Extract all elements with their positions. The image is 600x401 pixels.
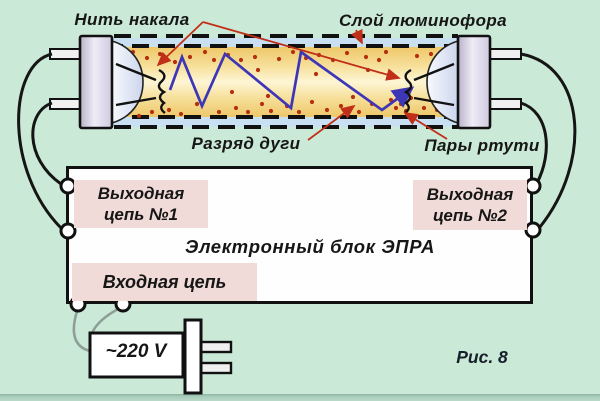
plug-face [183,318,203,395]
arrow-mercury [403,112,448,140]
arc-discharge-line [168,49,415,112]
cap-body-left [78,34,114,130]
bottom-edge-strip [0,394,600,401]
plug-body [88,331,185,379]
output2-line1: Выходная [426,184,514,204]
output2-line2: цепь №2 [433,206,507,225]
lamp-wires [17,52,577,230]
filament-left [115,62,167,114]
ballast-title: Электронный блок ЭПРА [185,236,435,257]
output-circuit-1-label: Выходная цепь №1 [74,180,208,228]
label-phosphor: Слой люминофора [338,11,508,30]
arrow-arc [307,104,356,141]
label-arc: Разряд дуги [191,134,301,153]
filament-right [403,62,455,114]
plug-prong [199,361,233,375]
arrow-phosphor [350,28,363,45]
cap-pin [489,48,522,60]
phosphor-layer-dashes [114,34,458,129]
arrow-filament-left [156,21,204,67]
label-filament: Нить накала [74,10,190,29]
terminal [524,177,542,195]
terminal [59,222,77,240]
lamp-tube [112,34,460,129]
input-label-text: Входная цепь [102,271,227,292]
plug-voltage-label: ~220 V [105,341,167,362]
lamp-cap-right [426,34,522,130]
output1-line2: цепь №1 [104,205,178,224]
terminal [59,177,77,195]
power-plug [88,318,233,395]
output-circuit-2-label: Выходная цепь №2 [413,180,527,230]
cap-pin [49,48,82,60]
figure-caption: Рис. 8 [456,347,508,367]
output1-line1: Выходная [97,183,185,203]
annotation-arrows [156,21,448,141]
lamp-cap-left [49,34,144,130]
cap-pin [489,98,522,110]
arrow-filament-right [202,21,401,81]
cap-body-right [456,34,492,130]
cap-pin [49,98,82,110]
plug-prong [199,340,233,354]
label-mercury: Пары ртути [424,136,540,155]
terminal [524,221,542,239]
input-circuit-label: Входная цепь [72,263,257,301]
